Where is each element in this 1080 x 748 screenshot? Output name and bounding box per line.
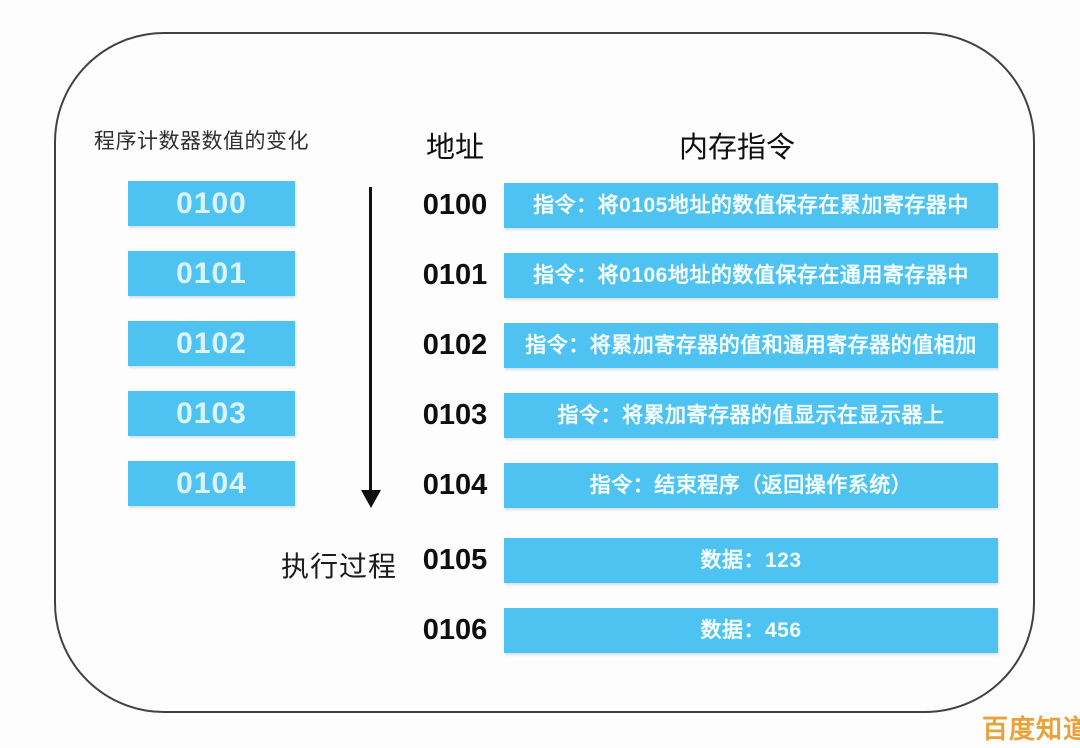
memory-address: 0105 [422, 544, 488, 576]
rounded-frame [54, 32, 1035, 713]
pc-value-box: 0102 [128, 321, 295, 366]
memory-address: 0103 [422, 399, 488, 431]
pc-value-box: 0100 [128, 181, 295, 226]
execution-arrow-line [369, 187, 372, 491]
memory-address: 0100 [422, 189, 488, 221]
memory-address: 0101 [422, 259, 488, 291]
memory-content-box: 数据：456 [504, 608, 998, 653]
address-column-header: 地址 [425, 132, 484, 164]
program-counter-title: 程序计数器数值的变化 [94, 130, 309, 153]
watermark: 百度知道 [982, 714, 1080, 744]
memory-address: 0104 [422, 469, 488, 501]
execution-process-label: 执行过程 [281, 551, 398, 582]
pc-value-box: 0101 [128, 251, 295, 296]
memory-address: 0106 [422, 614, 488, 646]
memory-content-box: 指令：将0105地址的数值保存在累加寄存器中 [504, 183, 998, 228]
memory-content-box: 指令：将累加寄存器的值显示在显示器上 [504, 393, 998, 438]
memory-address: 0102 [422, 329, 488, 361]
memory-content-box: 指令：将0106地址的数值保存在通用寄存器中 [504, 253, 998, 298]
memory-content-box: 指令：结束程序（返回操作系统） [504, 463, 998, 508]
pc-value-box: 0104 [128, 461, 295, 506]
pc-value-box: 0103 [128, 391, 295, 436]
instruction-column-header: 内存指令 [678, 132, 795, 164]
memory-content-box: 数据：123 [504, 538, 998, 583]
memory-content-box: 指令：将累加寄存器的值和通用寄存器的值相加 [504, 323, 998, 368]
arrow-down-icon [360, 490, 381, 508]
